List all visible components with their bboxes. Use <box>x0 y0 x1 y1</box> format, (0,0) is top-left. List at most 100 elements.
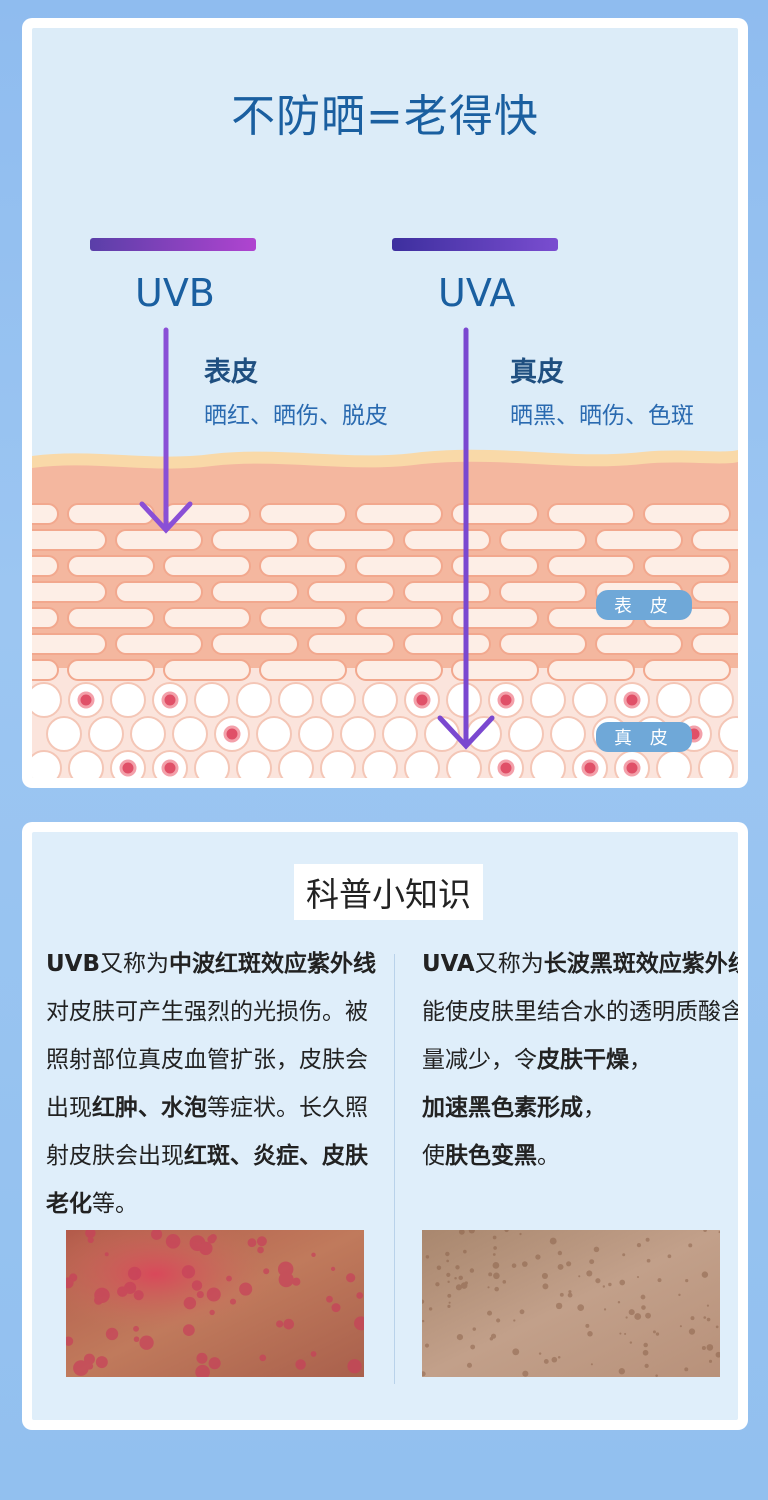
pigment-spot <box>492 1235 497 1240</box>
pigment-spot <box>557 1263 564 1270</box>
dermis-cell <box>550 716 586 752</box>
rash-spot <box>127 1266 142 1281</box>
rash-spot <box>94 1295 103 1305</box>
pigment-spot <box>624 1332 627 1335</box>
pigment-spot <box>685 1279 689 1283</box>
pigment-spot <box>701 1271 709 1278</box>
dermis-red-cell <box>119 759 137 777</box>
pigment-spot <box>511 1263 517 1268</box>
uvb-text-1: 又称为 <box>100 951 170 977</box>
dermis-cell <box>298 716 334 752</box>
rash-spot <box>310 1351 317 1357</box>
epidermis-cell <box>67 607 155 629</box>
dermis-cell <box>530 750 566 778</box>
pigment-spot <box>567 1292 573 1298</box>
rash-spot <box>263 1268 270 1275</box>
pigment-spot <box>706 1304 710 1307</box>
epidermis-cell <box>259 555 347 577</box>
pigment-spot <box>422 1299 425 1304</box>
pigment-spot <box>688 1243 693 1248</box>
pigment-spot <box>551 1356 558 1363</box>
dermis-cell <box>320 750 356 778</box>
dermis-red-cell <box>161 691 179 709</box>
epidermis-cell <box>403 633 491 655</box>
dermis-cell <box>698 750 734 778</box>
pigment-spot <box>655 1374 658 1377</box>
pigment-spot <box>568 1290 572 1294</box>
epidermis-cell <box>355 503 443 525</box>
rash-spot <box>206 1287 221 1302</box>
pigment-spot <box>447 1280 450 1284</box>
pigment-spot <box>703 1316 707 1319</box>
pigment-spot <box>492 1253 496 1256</box>
epidermis-cell <box>643 659 731 681</box>
rash-spot <box>182 1324 195 1336</box>
dermis-cell <box>446 750 482 778</box>
pigment-spot <box>640 1294 646 1300</box>
epidermis-cell <box>32 633 107 655</box>
epidermis-cell <box>451 607 539 629</box>
pigment-spot <box>446 1272 451 1277</box>
epidermis-cell <box>32 503 59 525</box>
rash-spot <box>229 1298 237 1305</box>
uvb-text-4: 等。 <box>92 1191 138 1217</box>
rash-spot <box>347 1359 362 1374</box>
pigment-spot <box>634 1313 642 1320</box>
rash-spot <box>66 1277 74 1289</box>
epidermis-cell <box>499 581 587 603</box>
pigment-spot <box>628 1309 635 1316</box>
uvb-effects: 晒红、晒伤、脱皮 <box>204 403 388 429</box>
pigment-spot <box>688 1328 696 1335</box>
uvb-symptom-1: 红肿、水泡 <box>92 1095 207 1121</box>
rash-spot <box>181 1265 196 1279</box>
epidermis-cell <box>163 555 251 577</box>
pigment-spot <box>448 1301 451 1304</box>
epidermis-cell <box>355 659 443 681</box>
rash-spot <box>295 1359 306 1370</box>
pigment-spot <box>522 1370 529 1377</box>
uvb-bar <box>90 238 256 251</box>
uva-term: UVA <box>422 951 475 977</box>
pigment-spot <box>593 1246 600 1253</box>
pigment-spot <box>557 1250 563 1256</box>
pigment-spot <box>585 1323 590 1328</box>
pigment-spot <box>502 1280 507 1284</box>
epidermis-cell <box>67 555 155 577</box>
pigment-spot <box>549 1237 557 1245</box>
pigment-spot <box>706 1344 714 1351</box>
pigment-spot <box>652 1330 656 1334</box>
page-title: 不防晒=老得快 <box>231 91 539 142</box>
rash-spot <box>326 1295 333 1303</box>
pigment-spot <box>541 1272 548 1279</box>
pigment-spot <box>587 1331 593 1337</box>
dermis-cell <box>278 682 314 718</box>
dermis-tag: 真 皮 <box>596 722 692 752</box>
epidermis-cell <box>307 529 395 551</box>
pigment-spot <box>463 1249 467 1254</box>
pigment-spot <box>504 1230 509 1233</box>
rash-spot <box>276 1320 284 1328</box>
uva-effects: 晒黑、晒伤、色斑 <box>510 403 694 429</box>
dermis-cell <box>256 716 292 752</box>
rash-spot <box>124 1281 137 1294</box>
uvb-label: UVB <box>135 271 215 315</box>
epidermis-cells <box>32 503 738 681</box>
epidermis-cell <box>32 581 107 603</box>
pigment-spot <box>619 1332 622 1335</box>
epidermis-cell <box>67 659 155 681</box>
dermis-cell <box>46 716 82 752</box>
rash-spot <box>247 1238 257 1248</box>
epidermis-cell <box>211 581 299 603</box>
dermis-cell <box>110 682 146 718</box>
dermis-cell <box>172 716 208 752</box>
epidermis-cell <box>451 659 539 681</box>
pigment-spot <box>644 1363 649 1369</box>
epidermis-cell <box>403 529 491 551</box>
dermis-cell <box>698 682 734 718</box>
uvb-layer-name: 表皮 <box>204 357 258 388</box>
epidermis-cell <box>547 659 635 681</box>
dermis-cell <box>340 716 376 752</box>
science-panel: 科普小知识 UVB又称为中波红斑效应紫外线对皮肤可产生强烈的光损伤。被照射部位真… <box>32 832 738 1420</box>
pigment-spot <box>472 1327 477 1331</box>
rash-spot <box>183 1296 197 1310</box>
